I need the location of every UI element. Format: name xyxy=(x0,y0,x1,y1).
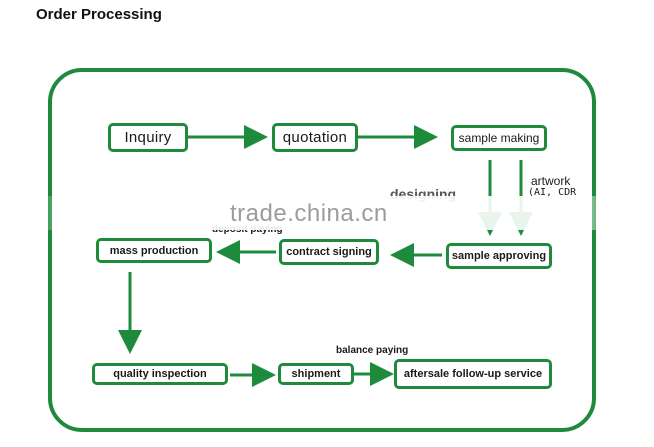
node-sample-making: sample making xyxy=(451,125,547,151)
node-contract-signing: contract signing xyxy=(279,239,379,265)
watermark: trade.china.cn xyxy=(230,200,388,227)
label-artwork-formats: (AI, CDR xyxy=(528,187,577,198)
label-artwork: artwork xyxy=(531,174,571,188)
label-balance-paying: balance paying xyxy=(336,345,409,356)
node-aftersale-service: aftersale follow-up service xyxy=(394,359,552,389)
node-sample-approving: sample approving xyxy=(446,243,552,269)
node-quality-inspection: quality inspection xyxy=(92,363,228,385)
process-frame xyxy=(48,68,596,432)
node-mass-production: mass production xyxy=(96,238,212,263)
node-inquiry: Inquiry xyxy=(108,123,188,152)
node-quotation: quotation xyxy=(272,123,358,152)
node-shipment: shipment xyxy=(278,363,354,385)
watermark-band xyxy=(40,196,614,230)
page-title: Order Processing xyxy=(36,6,162,23)
